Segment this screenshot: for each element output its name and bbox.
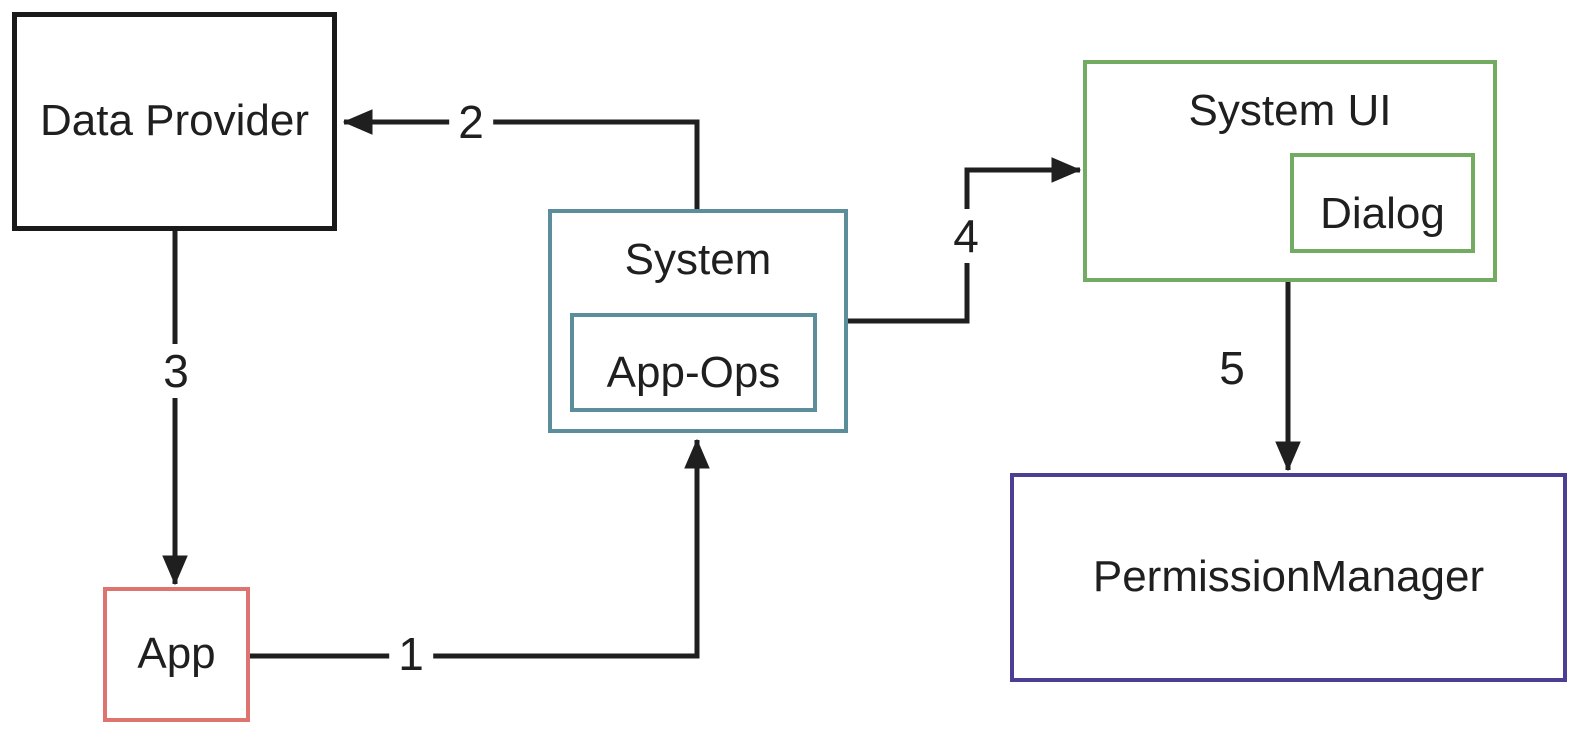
edge-label-1: 1 bbox=[389, 627, 433, 681]
node-permission-manager-label: PermissionManager bbox=[1092, 552, 1485, 602]
node-system-label: System bbox=[624, 235, 772, 284]
node-dialog: Dialog bbox=[1290, 153, 1475, 253]
node-app-ops-label: App-Ops bbox=[606, 348, 781, 398]
arrow-1-app-to-system bbox=[250, 440, 697, 659]
node-permission-manager: PermissionManager bbox=[1010, 473, 1567, 682]
edge-label-4: 4 bbox=[944, 209, 988, 263]
edge-label-2: 2 bbox=[449, 95, 493, 149]
node-app-ops: App-Ops bbox=[570, 313, 817, 412]
edge-label-5: 5 bbox=[1210, 341, 1254, 395]
node-system-ui-label: System UI bbox=[1188, 86, 1392, 135]
node-data-provider: Data Provider bbox=[12, 12, 337, 231]
arrow-2-system-to-data-provider bbox=[344, 122, 700, 209]
node-data-provider-label: Data Provider bbox=[39, 96, 309, 146]
node-dialog-label: Dialog bbox=[1320, 188, 1445, 238]
node-system: System App-Ops bbox=[548, 209, 848, 433]
edge-label-3: 3 bbox=[154, 344, 198, 398]
node-system-ui: System UI Dialog bbox=[1083, 60, 1497, 282]
node-app: App bbox=[103, 587, 250, 722]
node-app-label: App bbox=[137, 629, 216, 679]
